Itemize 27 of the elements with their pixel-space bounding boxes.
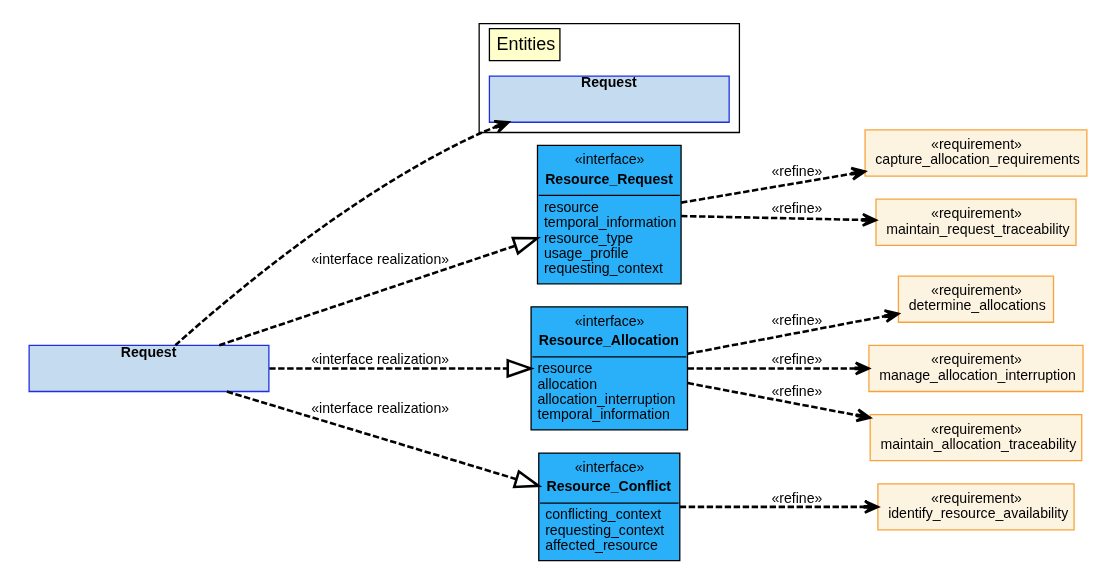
arrow (680, 166, 866, 204)
arrow (687, 361, 870, 376)
node-box: «requirement» determine_allocations (897, 275, 1054, 323)
node-box: «requirement» identify_resource_availability (876, 483, 1075, 531)
edge-label: «refine» (770, 311, 822, 328)
edge-label: «interface realization» (310, 400, 449, 417)
node-box: «requirement» maintain_request_traceability (874, 198, 1077, 246)
arrow (226, 390, 542, 489)
edge-label: «interface realization» (310, 251, 449, 268)
edge-label: «refine» (770, 162, 822, 179)
arrow (679, 499, 879, 514)
node-box: Request (28, 344, 269, 393)
edge-label: «refine» (770, 489, 822, 506)
arrow (218, 236, 541, 347)
arrow (174, 119, 510, 347)
arrow (687, 381, 871, 423)
node-box: «requirement» maintain_allocation_traceability (869, 413, 1082, 462)
node-box: Request (488, 75, 730, 123)
node-box: «requirement» capture_allocation_requirements (863, 129, 1087, 177)
edge-label: «refine» (770, 351, 822, 368)
edge-label: «interface realization» (310, 351, 449, 368)
edge-label: «refine» (770, 200, 822, 217)
arrow (680, 212, 877, 227)
edge-label: «refine» (770, 383, 822, 400)
node-box: «requirement» manage_allocation_interruption (867, 344, 1084, 393)
arrow (687, 309, 899, 355)
arrow (268, 358, 535, 379)
